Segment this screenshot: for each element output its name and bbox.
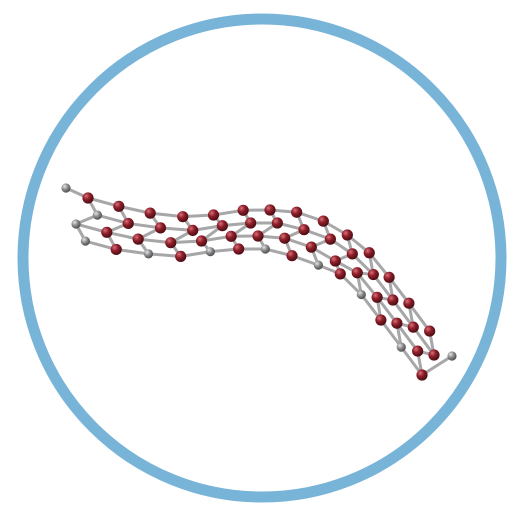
atom-light (206, 247, 215, 256)
atom-light (357, 290, 366, 299)
atom-heavy (424, 325, 435, 336)
atom-light (81, 237, 90, 246)
atom-heavy (364, 247, 375, 258)
atom-light (61, 183, 70, 192)
atom-heavy (387, 294, 398, 305)
atom-heavy (403, 298, 414, 309)
atom-heavy (352, 267, 363, 278)
atom-heavy (233, 243, 244, 254)
atom-heavy (416, 369, 427, 380)
atom-light (261, 244, 270, 253)
atom-heavy (208, 209, 219, 220)
atom-heavy (113, 201, 124, 212)
atom-heavy (347, 248, 358, 259)
atom-heavy (264, 204, 275, 215)
atom-heavy (368, 269, 379, 280)
atom-heavy (428, 349, 439, 360)
atom-heavy (145, 208, 156, 219)
atom-heavy (391, 318, 402, 329)
atom-heavy (245, 217, 256, 228)
atom-heavy (187, 225, 198, 236)
atom-heavy (165, 237, 176, 248)
atom-heavy (175, 251, 186, 262)
atom-heavy (177, 211, 188, 222)
atom-heavy (111, 244, 122, 255)
atom-heavy (412, 345, 423, 356)
atom-heavy (217, 220, 228, 231)
atom-light (447, 351, 456, 360)
atom-heavy (238, 205, 249, 216)
atom-heavy (298, 224, 309, 235)
atom-heavy (279, 233, 290, 244)
atom-heavy (325, 234, 336, 245)
atom-heavy (408, 322, 419, 333)
atom-heavy (306, 242, 317, 253)
atom-heavy (375, 314, 386, 325)
atom-heavy (252, 230, 263, 241)
atom-heavy (101, 227, 112, 238)
atom-light (314, 261, 323, 270)
atom-heavy (384, 272, 395, 283)
atom-heavy (342, 229, 353, 240)
atom-light (71, 219, 80, 228)
atom-heavy (123, 218, 134, 229)
atom-light (144, 249, 153, 258)
atom-heavy (335, 268, 346, 279)
atom-light (397, 343, 406, 352)
atom-heavy (372, 292, 383, 303)
atom-heavy (155, 222, 166, 233)
atom-heavy (330, 255, 341, 266)
atom-heavy (133, 234, 144, 245)
atom-heavy (272, 217, 283, 228)
atom-heavy (196, 235, 207, 246)
atom-heavy (318, 216, 329, 227)
atom-heavy (291, 207, 302, 218)
atom-light (93, 211, 102, 220)
atom-heavy (82, 192, 93, 203)
atom-heavy (226, 231, 237, 242)
atom-heavy (286, 250, 297, 261)
frame-ring (23, 19, 501, 497)
